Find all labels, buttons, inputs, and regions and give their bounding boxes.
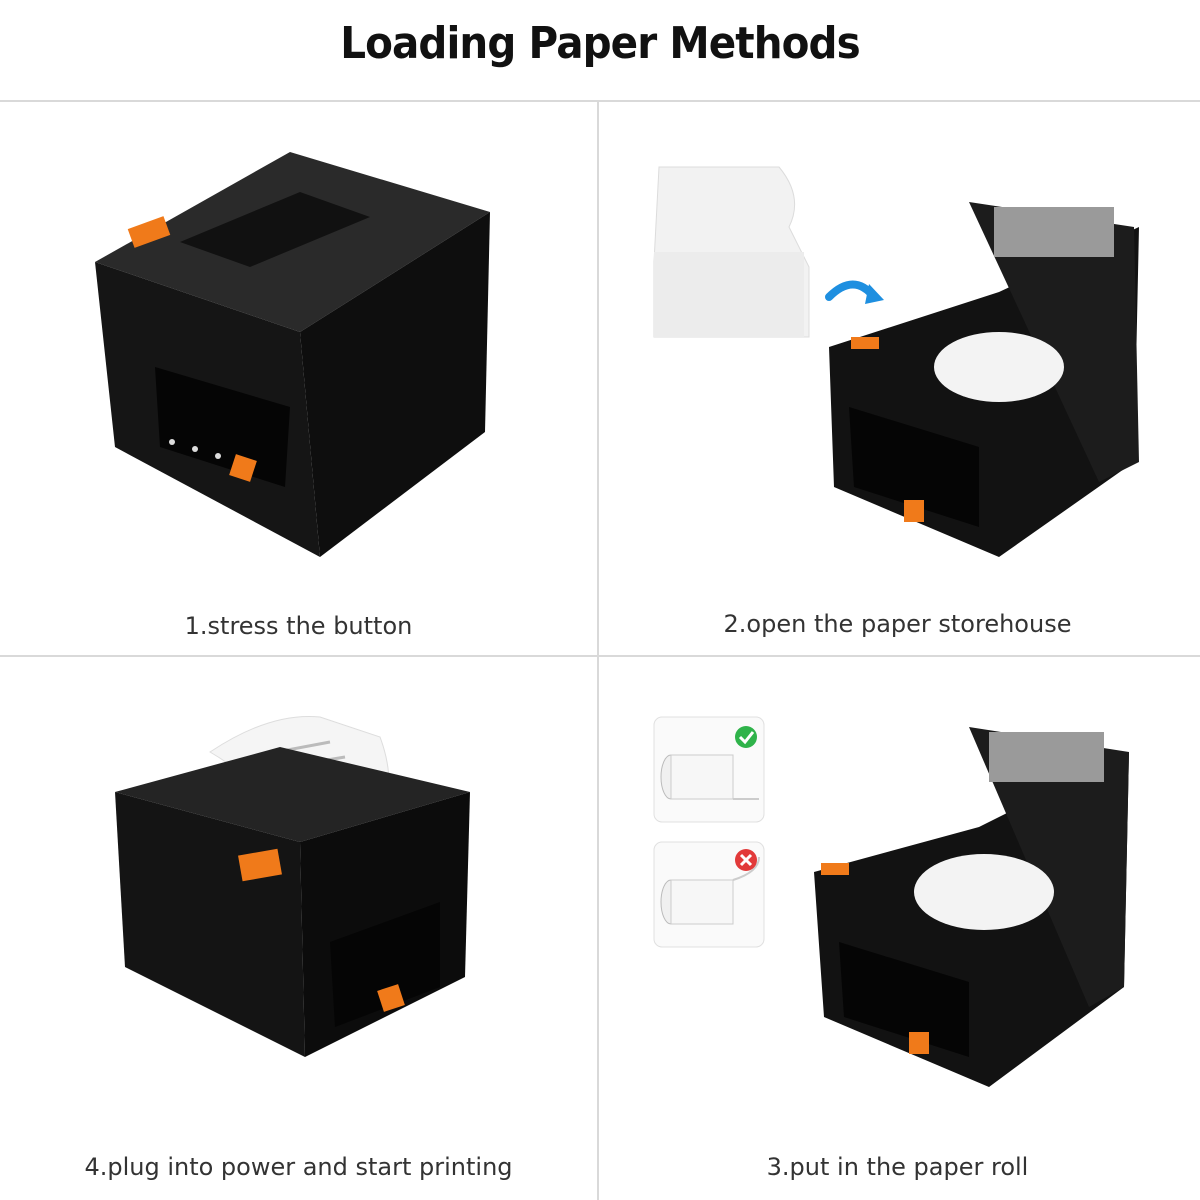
- printer-closed-image: [95, 152, 490, 557]
- open-printer-image: [653, 166, 1139, 557]
- step-3-panel: 3.put in the paper roll: [599, 657, 1196, 1200]
- step-2-panel: 2.open the paper storehouse: [599, 102, 1196, 655]
- printing-printer-image: [115, 715, 470, 1057]
- divider-vertical: [597, 100, 599, 1200]
- paper-roll-guide-image: [653, 716, 1129, 1087]
- divider-top: [0, 100, 1200, 102]
- page-title: Loading Paper Methods: [340, 18, 860, 69]
- step-4-panel: 4.plug into power and start printing: [0, 657, 597, 1200]
- step-1-caption: 1.stress the button: [184, 612, 413, 640]
- step-3-caption: 3.put in the paper roll: [766, 1153, 1029, 1181]
- check-icon: [735, 726, 757, 748]
- step-1-panel: 1.stress the button: [0, 102, 597, 655]
- step-4-caption: 4.plug into power and start printing: [84, 1153, 513, 1181]
- step-2-caption: 2.open the paper storehouse: [723, 610, 1072, 638]
- divider-middle: [0, 655, 1200, 657]
